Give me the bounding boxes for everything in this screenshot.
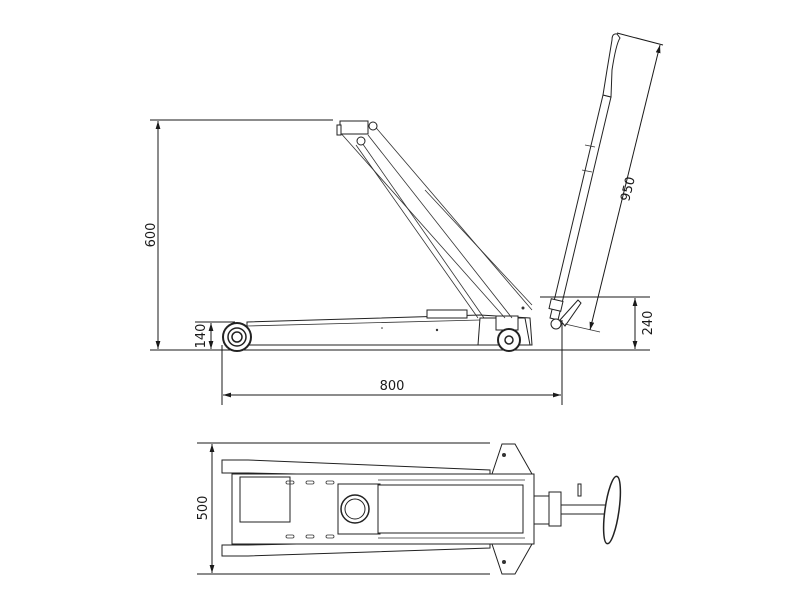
dimension-label-500: 500	[196, 496, 211, 521]
side-view	[150, 33, 621, 352]
dimension-label-950: 950	[618, 175, 639, 203]
dimension-handle-length: 950	[589, 32, 664, 331]
dimension-pivot-height: 240	[540, 296, 656, 351]
wing-bottom	[491, 543, 533, 575]
dimension-label-600: 600	[144, 223, 159, 248]
top-view	[197, 442, 622, 575]
saddle	[336, 120, 369, 136]
chassis	[246, 309, 533, 346]
lift-arm	[337, 121, 533, 319]
rear-wheel	[222, 322, 252, 352]
dimension-length: 800	[221, 320, 563, 405]
wing-top	[491, 443, 533, 475]
dimension-label-800: 800	[380, 379, 405, 394]
handle-top-view	[533, 475, 622, 545]
front-caster	[495, 315, 521, 352]
dimension-max-height: 600	[144, 121, 161, 349]
slots	[285, 480, 335, 539]
dimension-label-140: 140	[194, 324, 209, 349]
dimension-label-240: 240	[641, 311, 656, 336]
handle	[548, 33, 621, 333]
dimension-width: 500	[196, 444, 215, 573]
dimension-min-height: 140	[194, 321, 235, 349]
